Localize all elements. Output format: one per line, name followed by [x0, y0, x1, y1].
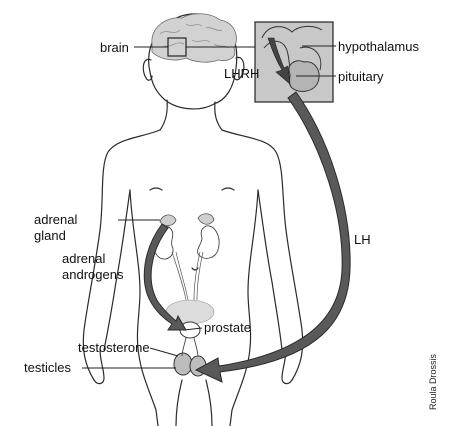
- lhrh-arrow: [267, 37, 291, 85]
- adrenal-androgens-arrow: [143, 223, 187, 331]
- label-testicles: testicles: [24, 360, 71, 375]
- adrenal-gland-right: [197, 213, 215, 225]
- label-hypothalamus: hypothalamus: [338, 39, 419, 54]
- illustrator-credit: Roula Drossis: [428, 353, 438, 410]
- label-pituitary: pituitary: [338, 69, 384, 84]
- pituitary-inset: [254, 21, 334, 103]
- label-prostate: prostate: [204, 320, 251, 335]
- label-lh: LH: [354, 232, 371, 247]
- lh-arrow: [194, 91, 351, 383]
- label-adrenal-gland-2: gland: [34, 228, 66, 243]
- brain-illustration: [151, 13, 237, 63]
- kidney-right: [197, 225, 220, 259]
- label-adrenal-androgens-2: androgens: [62, 267, 124, 282]
- label-adrenal-gland-1: adrenal: [34, 212, 77, 227]
- label-lhrh: LHRH: [224, 66, 259, 81]
- testicle-left: [173, 352, 193, 376]
- label-brain: brain: [100, 40, 129, 55]
- label-testosterone: testosterone: [78, 340, 150, 355]
- leader-lines: [82, 45, 336, 369]
- adrenal-gland-left: [159, 214, 177, 226]
- label-adrenal-androgens-1: adrenal: [62, 251, 105, 266]
